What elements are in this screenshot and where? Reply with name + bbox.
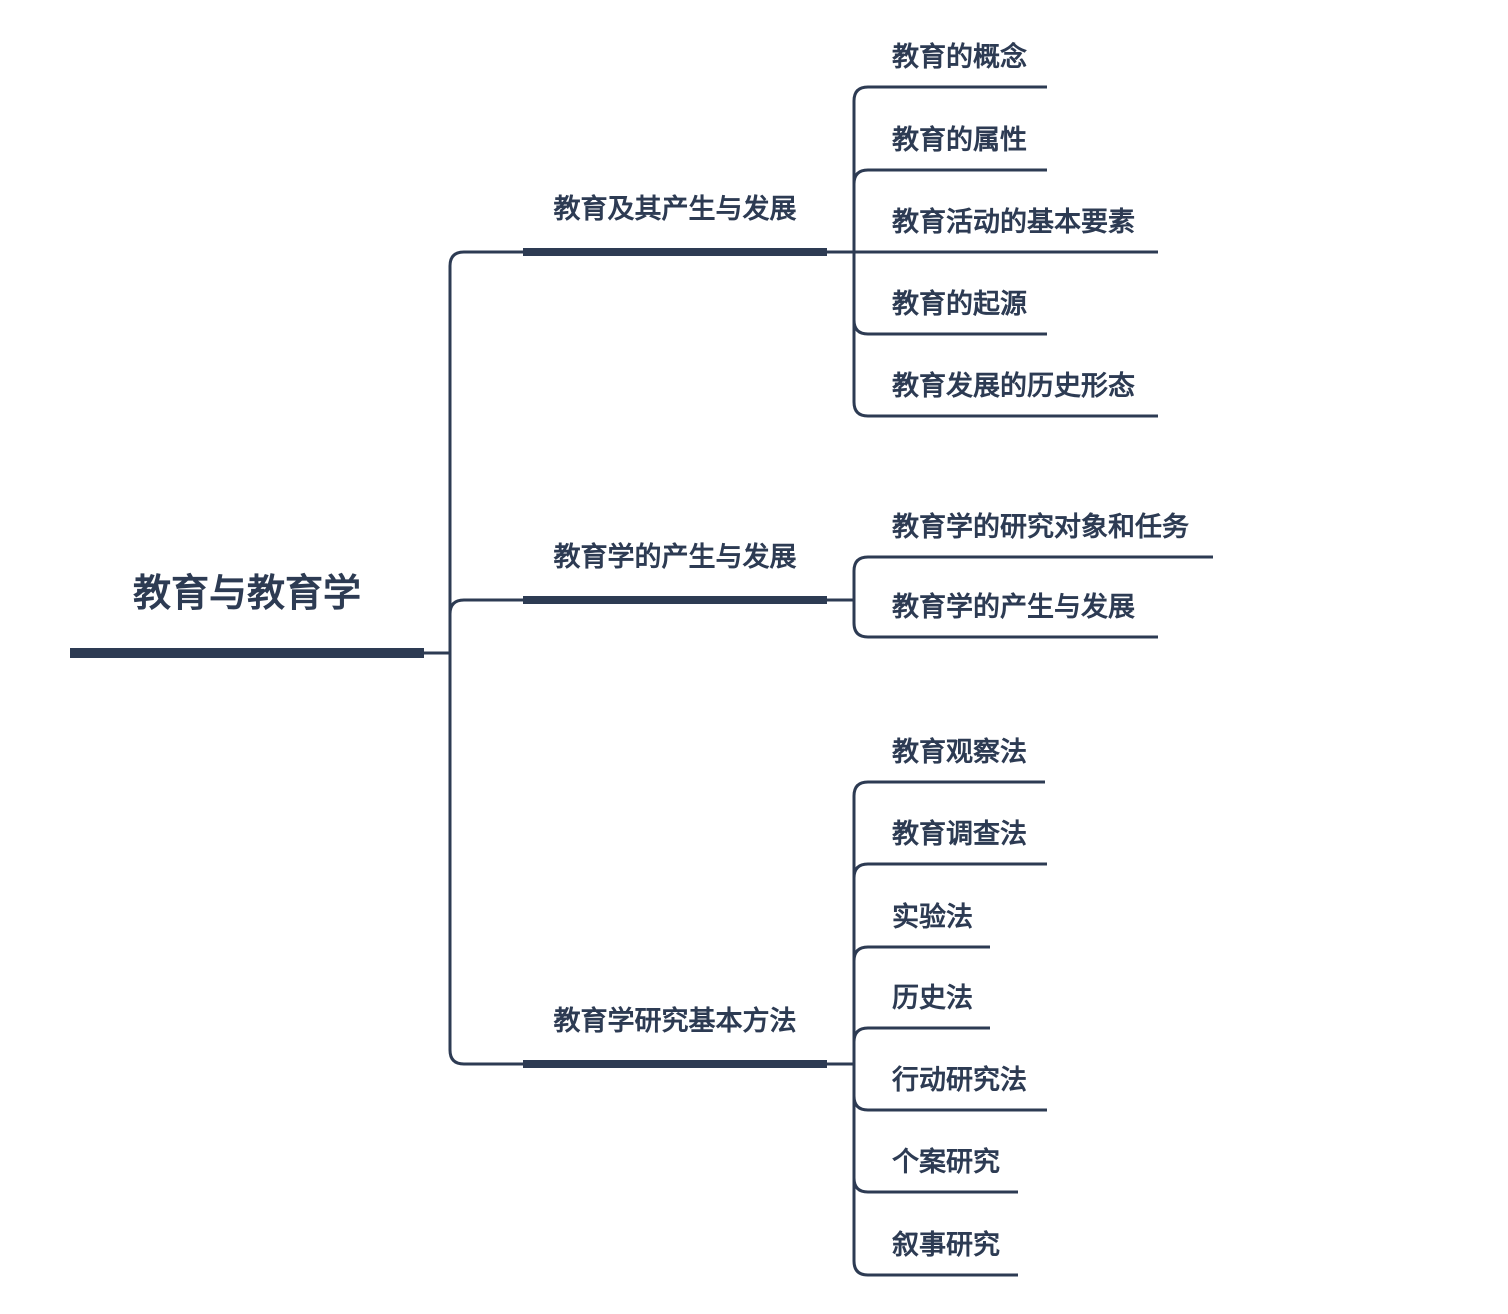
subtopic-1-3[interactable]: 教育活动的基本要素 <box>892 207 1135 237</box>
child-connector-3-7 <box>852 1064 1018 1277</box>
child-connector-1-2 <box>852 168 1047 252</box>
child-connector-3-3 <box>852 945 990 1064</box>
subtopic-2-2[interactable]: 教育学的产生与发展 <box>892 592 1135 622</box>
branch2-connector <box>448 598 523 653</box>
child-connector-3-1 <box>852 780 1045 1064</box>
child-connector-3-4 <box>852 1026 990 1064</box>
branch-topic-3[interactable]: 教育学研究基本方法 <box>553 1006 797 1036</box>
subtopic-3-4[interactable]: 历史法 <box>892 983 973 1013</box>
subtopic-1-5[interactable]: 教育发展的历史形态 <box>892 371 1135 401</box>
subtopic-3-2[interactable]: 教育调查法 <box>892 819 1027 849</box>
subtopic-3-5[interactable]: 行动研究法 <box>892 1065 1027 1095</box>
branch1-connector <box>448 250 523 653</box>
subtopic-1-4[interactable]: 教育的起源 <box>892 289 1027 319</box>
branch-topic-2[interactable]: 教育学的产生与发展 <box>553 542 797 572</box>
root-topic[interactable]: 教育与教育学 <box>132 573 361 615</box>
subtopic-1-2[interactable]: 教育的属性 <box>892 125 1027 155</box>
subtopic-3-1[interactable]: 教育观察法 <box>892 737 1027 767</box>
child-connector-2-2 <box>852 600 1158 639</box>
subtopic-3-6[interactable]: 个案研究 <box>892 1147 1000 1177</box>
child-connector-2-1 <box>852 555 1213 600</box>
branch3-connector <box>448 653 523 1066</box>
child-connector-1-5 <box>852 252 1158 418</box>
branch-topic-1[interactable]: 教育及其产生与发展 <box>553 194 797 224</box>
child-connector-1-1 <box>852 85 1047 252</box>
subtopic-1-1[interactable]: 教育的概念 <box>892 42 1027 72</box>
subtopic-3-3[interactable]: 实验法 <box>892 902 973 932</box>
subtopic-3-7[interactable]: 叙事研究 <box>892 1230 1000 1260</box>
child-connector-3-2 <box>852 862 1047 1064</box>
subtopic-2-1[interactable]: 教育学的研究对象和任务 <box>892 512 1189 542</box>
